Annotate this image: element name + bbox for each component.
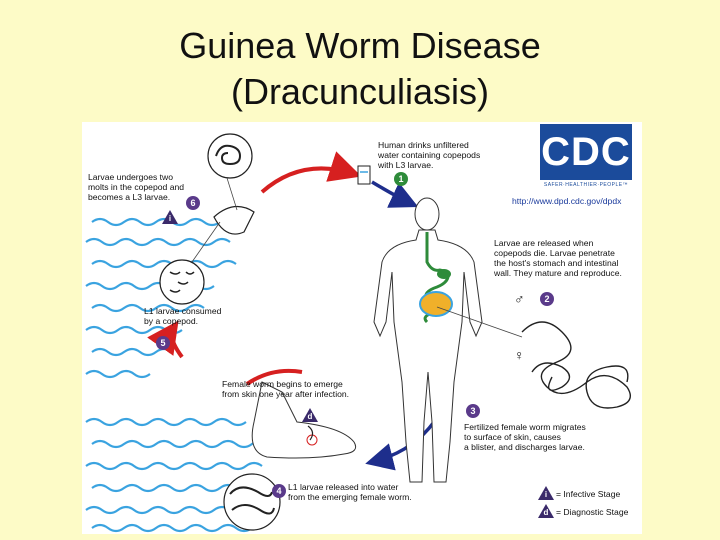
larvae-strokes	[169, 271, 195, 293]
intestines	[419, 291, 453, 317]
pointer-line-1	[191, 221, 221, 263]
step-1-text: Human drinks unfiltered water containing…	[378, 140, 481, 170]
diagnostic-stage-marker: d	[302, 408, 318, 422]
water-cup	[357, 165, 371, 185]
foot-with-blister	[251, 381, 357, 459]
adult-worm-coil	[521, 321, 631, 409]
cycle-arrow-red-top	[260, 151, 362, 194]
page-title-line-1: Guinea Worm Disease	[179, 25, 541, 66]
bottom-larvae-inset	[223, 473, 281, 531]
step-4-text: L1 larvae released into water from the e…	[288, 482, 412, 502]
stomach	[437, 269, 451, 279]
legend-diagnostic-text: = Diagnostic Stage	[556, 507, 629, 517]
step-4-badge: 4	[272, 484, 286, 498]
legend-infective-text: = Infective Stage	[556, 489, 621, 499]
cycle-arrow-blue-right-top	[371, 180, 419, 208]
page-title-line-2: (Dracunculiasis)	[230, 71, 490, 112]
worm-larva-inset	[207, 133, 253, 179]
step-2-text: Larvae are released when copepods die. L…	[494, 238, 622, 278]
step-6-badge: 6	[186, 196, 200, 210]
larva-coil	[215, 144, 242, 166]
human-body-outline	[373, 197, 483, 483]
step-3-badge: 3	[466, 404, 480, 418]
bottom-larvae-strokes	[229, 486, 275, 515]
female-symbol: ♀	[514, 347, 525, 363]
step-3-text: Fertilized female worm migrates to surfa…	[464, 422, 586, 452]
pointer-line-3	[436, 306, 523, 338]
cdc-logo: CDC	[540, 124, 632, 180]
male-symbol: ♂	[514, 291, 525, 307]
emerging-worm	[307, 425, 314, 441]
step-6-text: Larvae undergoes two molts in the copepo…	[88, 172, 185, 202]
step-5-text: L1 larvae consumed by a copepod.	[144, 306, 222, 326]
cycle-arrow-red-bottom	[172, 327, 303, 386]
legend-diagnostic-marker: d	[538, 504, 554, 518]
source-url[interactable]: http://www.dpd.cdc.gov/dpdx	[512, 196, 622, 206]
step-1-badge: 1	[394, 172, 408, 186]
diagram-artwork	[85, 133, 634, 533]
infective-stage-marker: i	[162, 210, 178, 224]
life-cycle-diagram: CDC SAFER·HEALTHIER·PEOPLE™ http://www.d…	[82, 122, 642, 534]
cdc-tagline: SAFER·HEALTHIER·PEOPLE™	[543, 182, 629, 188]
adult-worms-box	[512, 307, 634, 402]
cdc-logo-block: CDC SAFER·HEALTHIER·PEOPLE™	[534, 122, 636, 194]
step-2-badge: 2	[540, 292, 554, 306]
step-5-badge: 5	[156, 336, 170, 350]
emerge-note: Female worm begins to emerge from skin o…	[222, 379, 350, 399]
cycle-arrow-blue-bottom	[365, 420, 436, 471]
legend-infective-marker: i	[538, 486, 554, 500]
larvae-inset	[159, 259, 205, 305]
copepod	[213, 206, 255, 235]
pointer-line-2	[226, 177, 238, 211]
